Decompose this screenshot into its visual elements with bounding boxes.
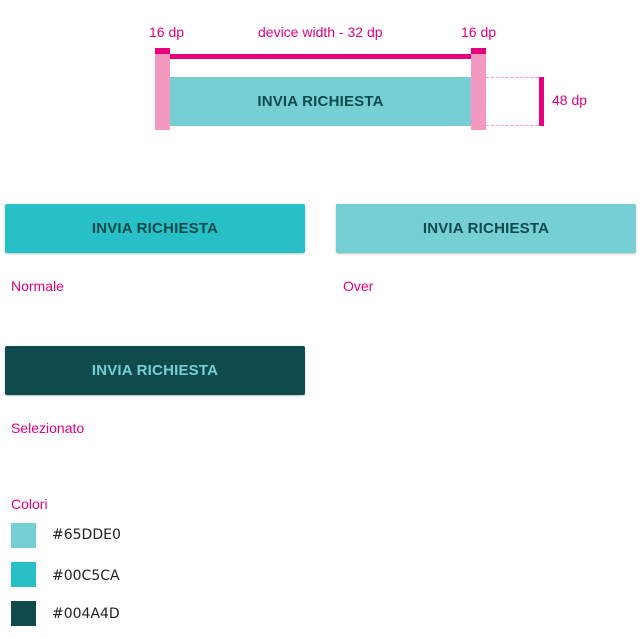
height-label: 48 dp <box>552 92 588 108</box>
width-measure-bar <box>155 54 486 59</box>
left-margin-label: 16 dp <box>149 24 185 40</box>
left-padding-block <box>155 48 170 130</box>
over-state-label: Over <box>343 278 374 294</box>
height-guide-bottom <box>486 125 538 126</box>
color-hex-primary: #00C5CA <box>52 568 120 584</box>
normal-state-label: Normale <box>11 278 64 294</box>
spec-button: INVIA RICHIESTA <box>170 77 471 126</box>
right-padding-cap <box>471 48 486 54</box>
color-hex-light: #65DDE0 <box>52 527 121 543</box>
selected-state-label: Selezionato <box>11 420 85 436</box>
right-margin-label: 16 dp <box>461 24 497 40</box>
color-hex-dark: #004A4D <box>52 606 120 622</box>
height-guide-top <box>486 77 538 78</box>
over-state-button[interactable]: INVIA RICHIESTA <box>336 204 636 253</box>
color-swatch-primary <box>11 562 36 587</box>
width-label: device width - 32 dp <box>258 24 383 40</box>
right-padding-block <box>471 48 486 130</box>
height-measure-bar <box>539 77 544 126</box>
color-swatch-light <box>11 523 36 548</box>
normal-state-button[interactable]: INVIA RICHIESTA <box>5 204 305 253</box>
colors-title: Colori <box>11 496 48 512</box>
selected-state-button[interactable]: INVIA RICHIESTA <box>5 346 305 395</box>
color-swatch-dark <box>11 601 36 626</box>
left-padding-cap <box>155 48 170 54</box>
